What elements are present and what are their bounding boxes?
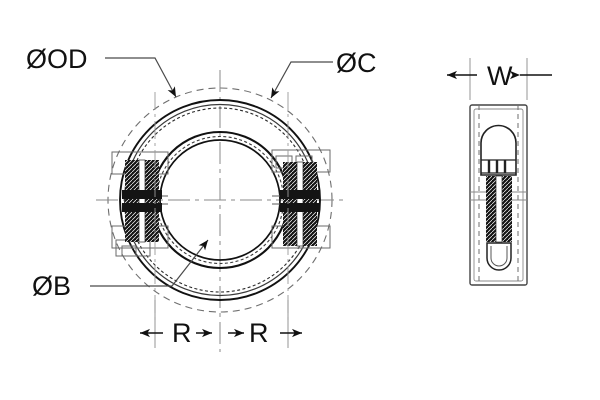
screw-tip-inner <box>490 246 508 267</box>
screw-shank-left-b <box>145 160 159 242</box>
nut-seat-left-inner <box>121 245 137 257</box>
leader-od <box>105 57 177 98</box>
leader-lines <box>90 57 333 287</box>
screw-tip-outline <box>486 242 512 271</box>
screw-head-band-right-2 <box>280 203 320 212</box>
screw-assembly-left <box>111 151 169 257</box>
screw-head-band-right <box>280 190 320 199</box>
front-view <box>96 70 344 352</box>
dimension-lines <box>140 58 552 348</box>
screw-core-left <box>138 159 146 243</box>
leader-b <box>90 239 209 287</box>
screw-head-band-left-2 <box>122 203 162 212</box>
leader-c <box>270 61 333 99</box>
side-screw-shank-b <box>502 176 512 242</box>
side-view-outline <box>469 104 528 286</box>
dimension-label-w: W <box>487 61 513 91</box>
bore-diameter-circle <box>159 139 281 261</box>
dimension-label-c: ØC <box>336 48 377 78</box>
side-screw-shank-a <box>486 176 496 242</box>
side-view-inner-outline <box>473 108 524 282</box>
dimension-label-b: ØB <box>32 271 71 301</box>
dimension-label-r-right: R <box>249 318 269 348</box>
screw-shank-left-a <box>125 160 139 242</box>
outer-diameter-circle <box>119 99 321 301</box>
side-screw-core <box>495 175 503 243</box>
dimension-labels: ØOD ØC ØB R R W <box>26 44 513 348</box>
screw-head-outline <box>480 124 517 176</box>
screw-assembly-right <box>271 149 331 249</box>
screw-head-band-left <box>122 190 162 199</box>
dimension-label-r-left: R <box>172 318 192 348</box>
dimension-label-od: ØOD <box>26 44 88 74</box>
side-view <box>469 104 528 286</box>
